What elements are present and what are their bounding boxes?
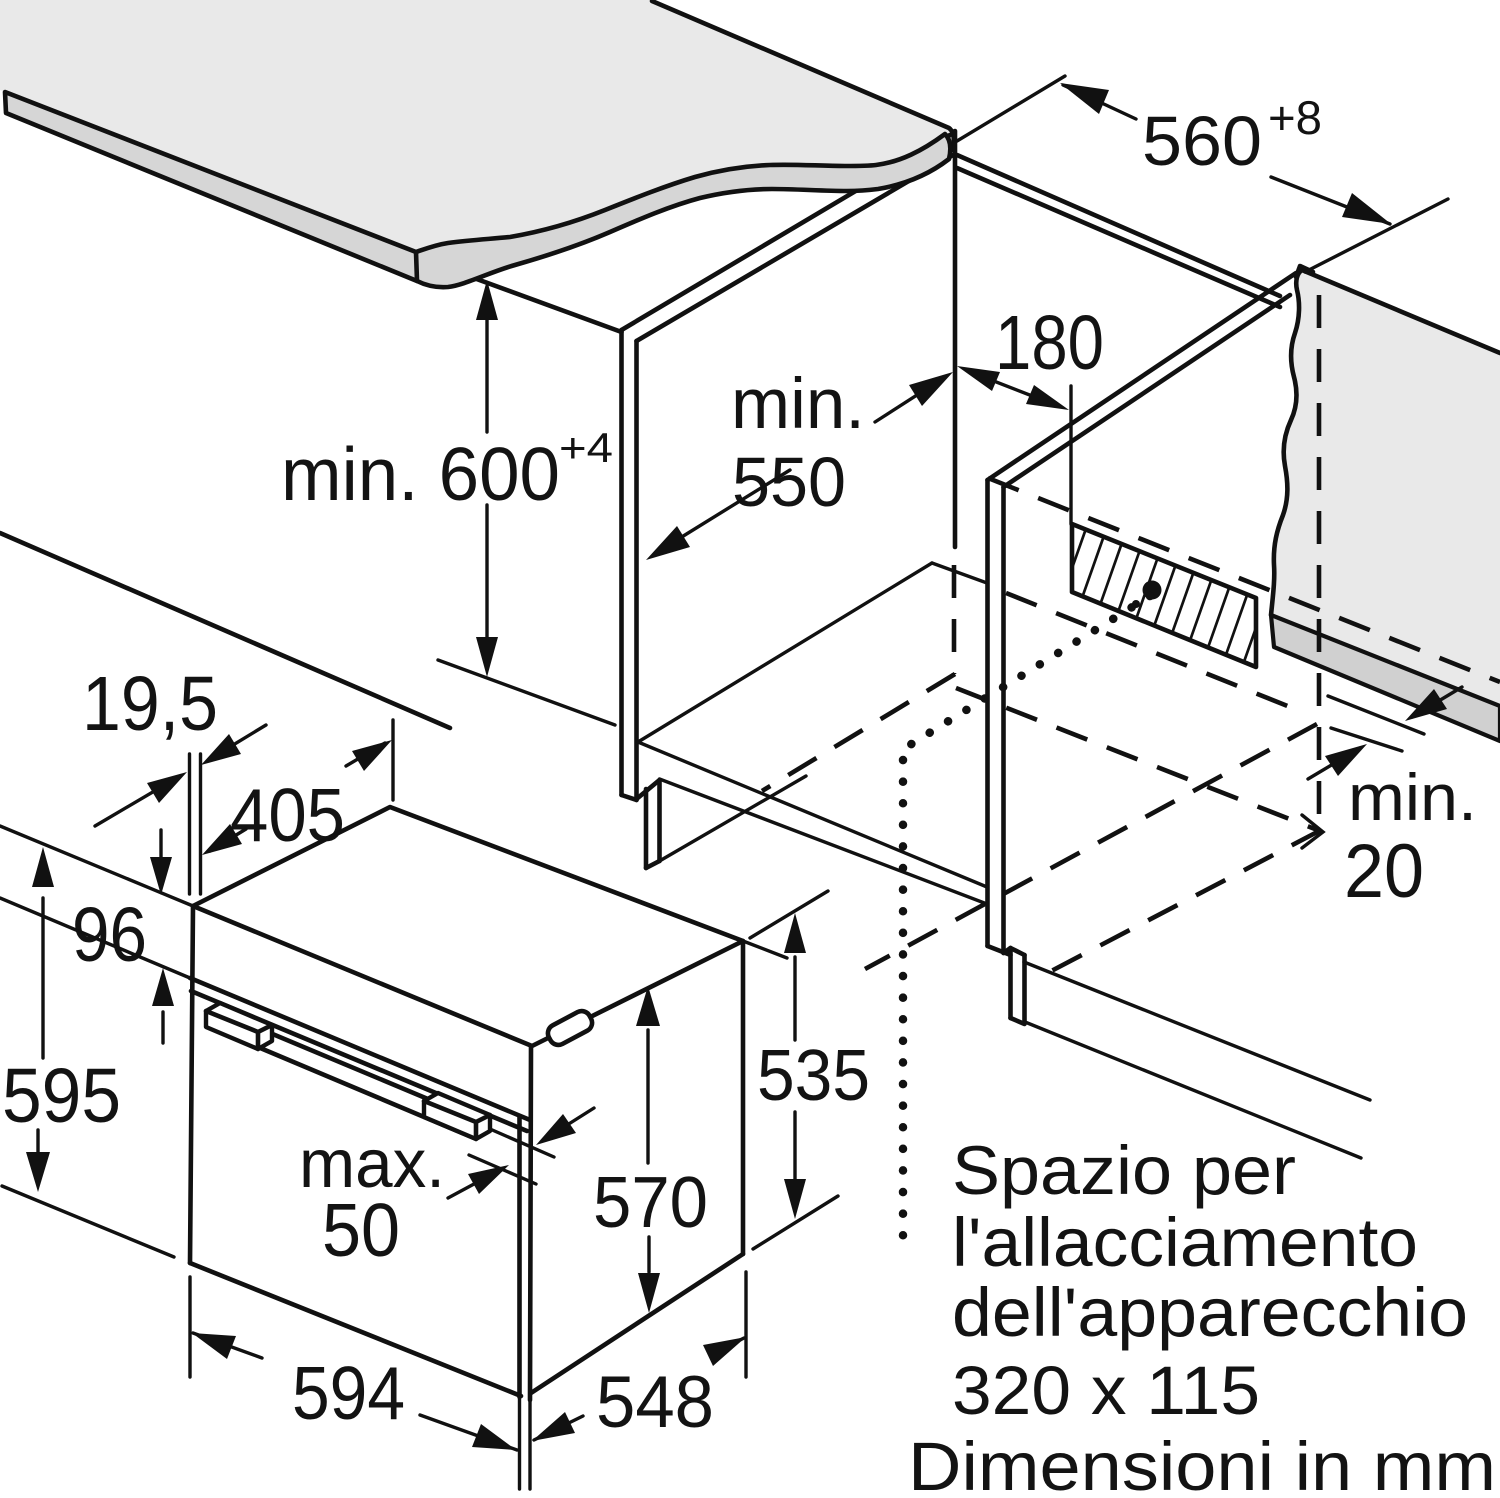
svg-text:550: 550 <box>732 443 846 521</box>
svg-text:min. 600: min. 600 <box>281 432 560 516</box>
svg-text:max.: max. <box>299 1125 445 1202</box>
svg-text:570: 570 <box>593 1163 708 1243</box>
svg-text:min.: min. <box>1348 760 1477 834</box>
svg-text:Dimensioni in mm: Dimensioni in mm <box>908 1428 1496 1498</box>
svg-text:20: 20 <box>1344 829 1424 914</box>
svg-text:min.: min. <box>731 365 865 444</box>
svg-text:560: 560 <box>1142 102 1262 180</box>
svg-text:594: 594 <box>292 1351 405 1435</box>
svg-text:96: 96 <box>72 892 147 978</box>
svg-text:405: 405 <box>230 773 345 857</box>
svg-text:595: 595 <box>2 1053 121 1139</box>
svg-text:535: 535 <box>757 1036 870 1116</box>
svg-text:180: 180 <box>995 300 1104 386</box>
svg-text:dell'apparecchio: dell'apparecchio <box>952 1274 1468 1351</box>
svg-text:50: 50 <box>322 1188 400 1272</box>
svg-text:548: 548 <box>596 1362 714 1443</box>
svg-text:+4: +4 <box>559 424 613 471</box>
svg-text:+8: +8 <box>1268 91 1322 144</box>
svg-text:Spazio per: Spazio per <box>952 1132 1296 1209</box>
svg-text:19,5: 19,5 <box>82 661 218 747</box>
svg-text:320 x 115: 320 x 115 <box>952 1352 1260 1429</box>
svg-text:l'allacciamento: l'allacciamento <box>952 1204 1418 1281</box>
